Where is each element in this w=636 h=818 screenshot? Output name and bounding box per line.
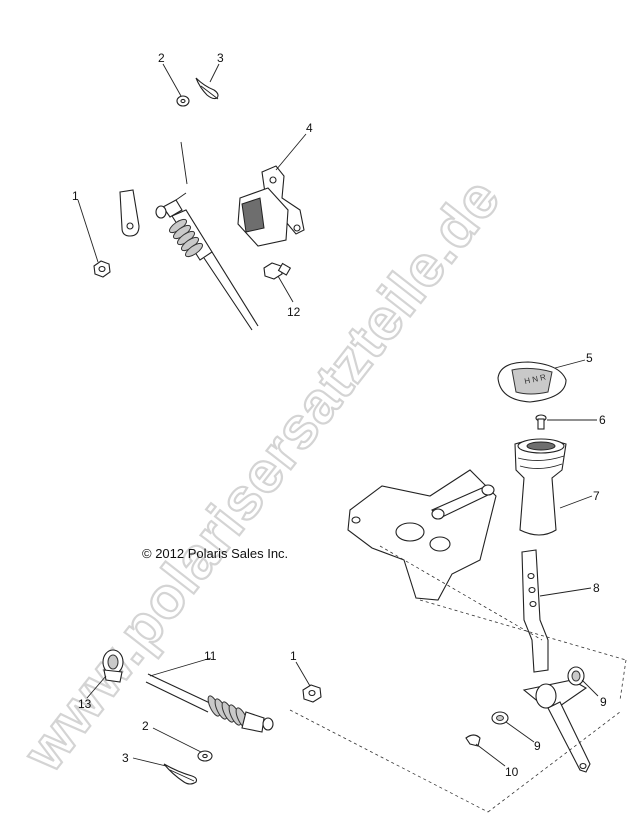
callout-number: 13 [78, 697, 92, 711]
knob-screw-part [535, 414, 547, 430]
leader-line [295, 661, 311, 687]
leader-line [475, 743, 506, 767]
callout-number: 1 [290, 649, 297, 663]
leader-line [581, 679, 599, 697]
leader-line [554, 359, 586, 369]
shift-cable-lower-part [145, 673, 274, 733]
callout-number: 2 [142, 719, 149, 733]
shift-arm-ghost-part [119, 189, 140, 237]
copyright-notice: © 2012 Polaris Sales Inc. [142, 546, 288, 561]
bushing-part [567, 666, 585, 686]
leader-line [559, 495, 593, 509]
assembly-dashed-line [487, 711, 621, 813]
cable-clamp-part [102, 649, 124, 683]
callout-number: 9 [534, 739, 541, 753]
watermark-text: www.polarisersatzteile.de [10, 166, 513, 784]
leader-line [152, 727, 202, 753]
callout-number: 5 [586, 351, 593, 365]
shift-boot-part [514, 438, 567, 536]
assembly-dashed-line [419, 599, 627, 661]
washer-part [197, 750, 213, 762]
callout-number: 2 [158, 51, 165, 65]
assembly-guide-line [180, 141, 188, 185]
leader-line [132, 757, 167, 767]
leader-line [539, 587, 592, 597]
shift-lever-part [521, 549, 591, 773]
leader-line [86, 675, 107, 699]
callout-number: 12 [287, 305, 301, 319]
washer-part [176, 95, 190, 107]
callout-number: 4 [306, 121, 313, 135]
leader-line [162, 63, 182, 97]
hair-pin-clip-part [163, 763, 198, 785]
leader-line [209, 63, 220, 83]
callout-number: 7 [593, 489, 600, 503]
leader-line [77, 199, 99, 263]
retaining-clip-part [465, 734, 481, 747]
callout-number: 3 [217, 51, 224, 65]
mounting-plate-part [347, 469, 497, 601]
svg-text:H N R: H N R [524, 373, 547, 386]
shift-cable-end-part [155, 192, 259, 331]
flange-bolt-part [263, 262, 292, 280]
hex-nut-part [93, 260, 111, 278]
callout-number: 8 [593, 581, 600, 595]
shift-knob-part: H N R [497, 361, 567, 403]
callout-number: 11 [204, 649, 217, 663]
leader-line [277, 275, 294, 303]
assembly-dashed-line [619, 659, 627, 701]
cable-bracket-part [237, 165, 305, 247]
callout-number: 6 [599, 413, 606, 427]
hex-nut-part [302, 684, 322, 703]
washer-part [491, 711, 509, 725]
leader-line [149, 657, 212, 677]
callout-number: 10 [505, 765, 519, 779]
callout-number: 1 [72, 189, 79, 203]
leader-line [275, 133, 307, 171]
assembly-dashed-line [379, 545, 543, 641]
assembly-dashed-line [289, 709, 489, 813]
leader-line [505, 721, 535, 743]
hair-pin-clip-part [195, 77, 219, 100]
callout-number: 3 [122, 751, 129, 765]
callout-number: 9 [600, 695, 607, 709]
